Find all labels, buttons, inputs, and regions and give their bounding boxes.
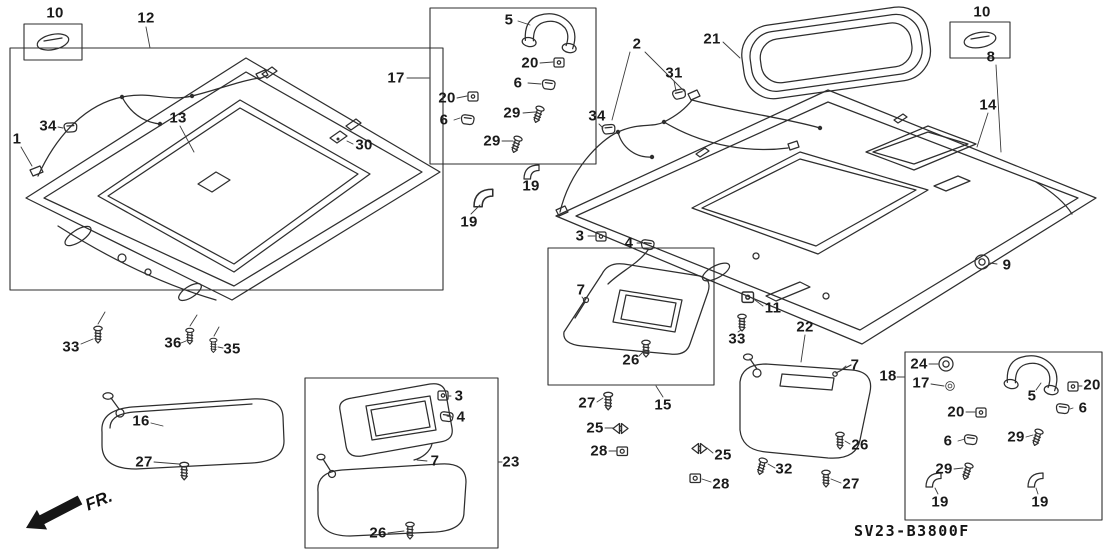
part-number-label: 13 [169, 109, 187, 127]
fr-arrow [26, 495, 83, 530]
part-number-label: 1 [12, 130, 22, 148]
clip-11 [741, 291, 755, 304]
right-headliner [555, 89, 1097, 345]
part-number-label: 24 [910, 355, 928, 373]
grab-handle-top [520, 8, 583, 56]
fastener-box-17 [429, 7, 597, 180]
part-number-label: 15 [654, 396, 672, 414]
part-number-label: 29 [935, 460, 953, 478]
part-number-label: 7 [850, 356, 860, 374]
sunroof-opening [691, 151, 929, 255]
clip-box-10-left [23, 23, 83, 61]
part-number-label: 26 [622, 351, 640, 369]
part-number-label: 23 [502, 453, 520, 471]
part-number-label: 34 [588, 107, 606, 125]
part-number-label: 25 [586, 419, 604, 437]
part-number-label: 12 [137, 9, 155, 27]
harness-clip-31 [671, 86, 688, 102]
part-number-label: 26 [369, 524, 387, 542]
part-number-label: 20 [521, 54, 539, 72]
screw-33 [737, 313, 747, 332]
part-number-label: 10 [46, 4, 64, 22]
part-number-label: 6 [1078, 399, 1088, 417]
part-number-label: 20 [947, 403, 965, 421]
part-number-label: 17 [387, 69, 405, 87]
part-number-label: 29 [483, 132, 501, 150]
part-number-label: 26 [851, 436, 869, 454]
diagram-part-code: SV23-B3800F [854, 522, 970, 540]
roof-harness-left [29, 69, 269, 177]
part-number-label: 5 [504, 11, 514, 29]
part-number-label: 21 [703, 30, 721, 48]
part-number-label: 7 [430, 452, 440, 470]
part-number-label: 19 [931, 493, 949, 511]
corner-trim-19 [473, 188, 494, 208]
part-number-label: 27 [842, 475, 860, 493]
part-number-label: 35 [223, 340, 241, 358]
part-number-label: 20 [1083, 376, 1101, 394]
visor-22 [739, 353, 872, 488]
part-number-label: 29 [1007, 428, 1025, 446]
part-number-label: 19 [1031, 493, 1049, 511]
visor-box-23 [304, 377, 499, 549]
left-headliner [25, 57, 441, 302]
part-number-label: 6 [513, 74, 523, 92]
part-number-label: 7 [576, 281, 586, 299]
part-number-label: 17 [912, 374, 930, 392]
part-number-label: 3 [454, 387, 464, 405]
part-number-label: 3 [575, 227, 585, 245]
part-number-label: 20 [438, 89, 456, 107]
part-number-label: 33 [728, 330, 746, 348]
part-number-label: 6 [943, 432, 953, 450]
part-number-label: 25 [714, 446, 732, 464]
visor-box-15 [547, 247, 715, 386]
harness-clip-34 [600, 122, 617, 136]
part-number-label: 9 [1002, 256, 1012, 274]
part-number-label: 31 [665, 64, 683, 82]
part-number-label: 10 [973, 3, 991, 21]
part-number-label: 32 [775, 460, 793, 478]
part-number-label: 22 [796, 318, 814, 336]
part-number-label: 18 [879, 367, 897, 385]
part-number-label: 33 [62, 338, 80, 356]
part-number-label: 16 [132, 412, 150, 430]
part-number-label: 27 [578, 394, 596, 412]
grommet-9 [974, 254, 990, 270]
part-number-label: 2 [632, 35, 642, 53]
roof-harness-right [555, 86, 823, 285]
part-number-label: 28 [712, 475, 730, 493]
left-panel-screws [93, 311, 220, 353]
part-number-label: 4 [456, 408, 466, 426]
part-number-label: 8 [986, 48, 996, 66]
part-number-label: 5 [1027, 387, 1037, 405]
visor-16 [101, 392, 285, 481]
part-number-label: 29 [503, 104, 521, 122]
part-number-label: 34 [39, 117, 57, 135]
left-assembly-frame [9, 47, 444, 291]
part-number-label: 6 [439, 111, 449, 129]
leader-lines [20, 20, 1083, 534]
clip-box-10-right [949, 21, 1011, 59]
part-number-label: 27 [135, 453, 153, 471]
part-number-label: 30 [355, 136, 373, 154]
part-number-label: 19 [522, 177, 540, 195]
sunroof-seal [741, 6, 932, 100]
part-number-label: 19 [460, 213, 478, 231]
part-number-label: 4 [624, 234, 634, 252]
fastener-box-right [904, 350, 1103, 521]
part-number-label: 14 [979, 96, 997, 114]
part-number-label: 36 [164, 334, 182, 352]
part-number-label: 11 [764, 299, 782, 317]
part-number-label: 28 [590, 442, 608, 460]
